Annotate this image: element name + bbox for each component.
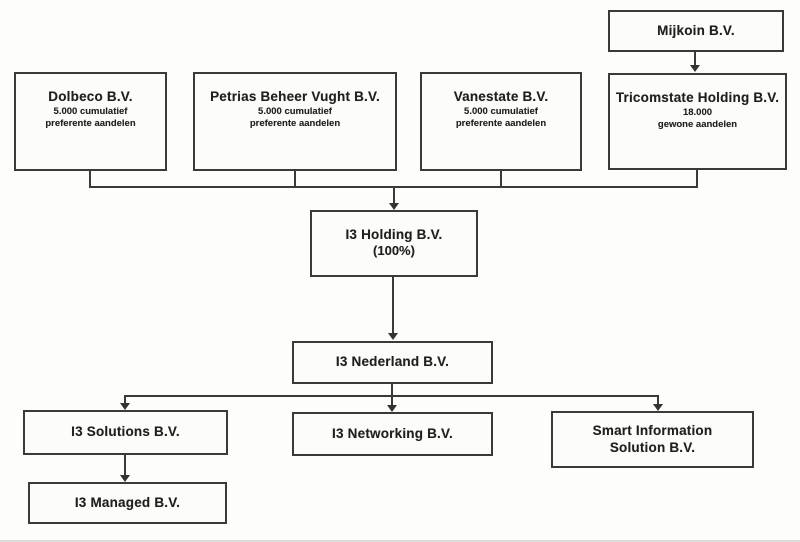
node-petrias-shares-count: 5.000 cumulatief <box>258 105 332 117</box>
node-i3-holding: I3 Holding B.V. (100%) <box>310 210 478 277</box>
node-mijkoin: Mijkoin B.V. <box>608 10 784 52</box>
node-i3-managed: I3 Managed B.V. <box>28 482 227 524</box>
connector-bus-holding <box>393 186 395 205</box>
node-tricomstate-title: Tricomstate Holding B.V. <box>615 90 780 105</box>
node-dolbeco: Dolbeco B.V. 5.000 cumulatief preferente… <box>14 72 167 171</box>
node-i3-nederland-title: I3 Nederland B.V. <box>335 354 450 370</box>
node-vanestate-title: Vanestate B.V. <box>453 89 549 104</box>
node-vanestate: Vanestate B.V. 5.000 cumulatief preferen… <box>420 72 582 171</box>
connector-holding-nederland <box>392 277 394 335</box>
connector-mijkoin-tricomstate <box>694 52 696 68</box>
node-i3-holding-title: I3 Holding B.V. <box>345 226 443 242</box>
node-dolbeco-shares-count: 5.000 cumulatief <box>53 105 128 117</box>
node-i3-managed-title: I3 Managed B.V. <box>74 494 181 510</box>
node-dolbeco-title: Dolbeco B.V. <box>48 89 133 104</box>
node-i3-networking: I3 Networking B.V. <box>292 412 493 456</box>
node-petrias-shares-type: preferente aandelen <box>249 118 341 130</box>
connector-smart-stub <box>657 395 659 406</box>
arrowhead-holding <box>389 203 399 210</box>
connector-solutions-stub <box>124 395 126 405</box>
connector-petrias-stub <box>294 171 296 188</box>
node-i3-solutions: I3 Solutions B.V. <box>23 410 228 455</box>
connector-dolbeco-stub <box>89 171 91 188</box>
page-edge-artifact <box>0 540 800 542</box>
node-petrias: Petrias Beheer Vught B.V. 5.000 cumulati… <box>193 72 397 171</box>
connector-tricomstate-stub <box>696 170 698 188</box>
connector-nederland-stub <box>391 384 393 397</box>
connector-solutions-managed <box>124 455 126 477</box>
node-tricomstate-shares-type: gewone aandelen <box>657 119 738 131</box>
node-tricomstate-shares-count: 18.000 <box>682 106 713 118</box>
node-smart-information-solution: Smart Information Solution B.V. <box>551 411 754 468</box>
arrowhead-tricomstate <box>690 65 700 72</box>
node-i3-nederland: I3 Nederland B.V. <box>292 341 493 384</box>
node-vanestate-shares-count: 5.000 cumulatief <box>464 105 538 117</box>
node-mijkoin-title: Mijkoin B.V. <box>657 22 735 38</box>
connector-vanestate-stub <box>500 171 502 188</box>
node-i3-solutions-title: I3 Solutions B.V. <box>71 424 180 440</box>
arrowhead-smart <box>653 404 663 411</box>
arrowhead-networking <box>387 405 397 412</box>
arrowhead-nederland <box>388 333 398 340</box>
node-dolbeco-shares-type: preferente aandelen <box>45 118 136 130</box>
node-i3-networking-title: I3 Networking B.V. <box>332 425 453 441</box>
node-vanestate-shares-type: preferente aandelen <box>455 118 547 130</box>
node-petrias-title: Petrias Beheer Vught B.V. <box>210 89 380 104</box>
arrowhead-managed <box>120 475 130 482</box>
node-tricomstate: Tricomstate Holding B.V. 18.000 gewone a… <box>608 73 787 170</box>
node-i3-holding-percentage: (100%) <box>373 243 415 259</box>
node-smart-information-solution-title: Smart Information Solution B.V. <box>592 422 713 455</box>
arrowhead-solutions <box>120 403 130 410</box>
connector-networking-stub <box>391 395 393 407</box>
